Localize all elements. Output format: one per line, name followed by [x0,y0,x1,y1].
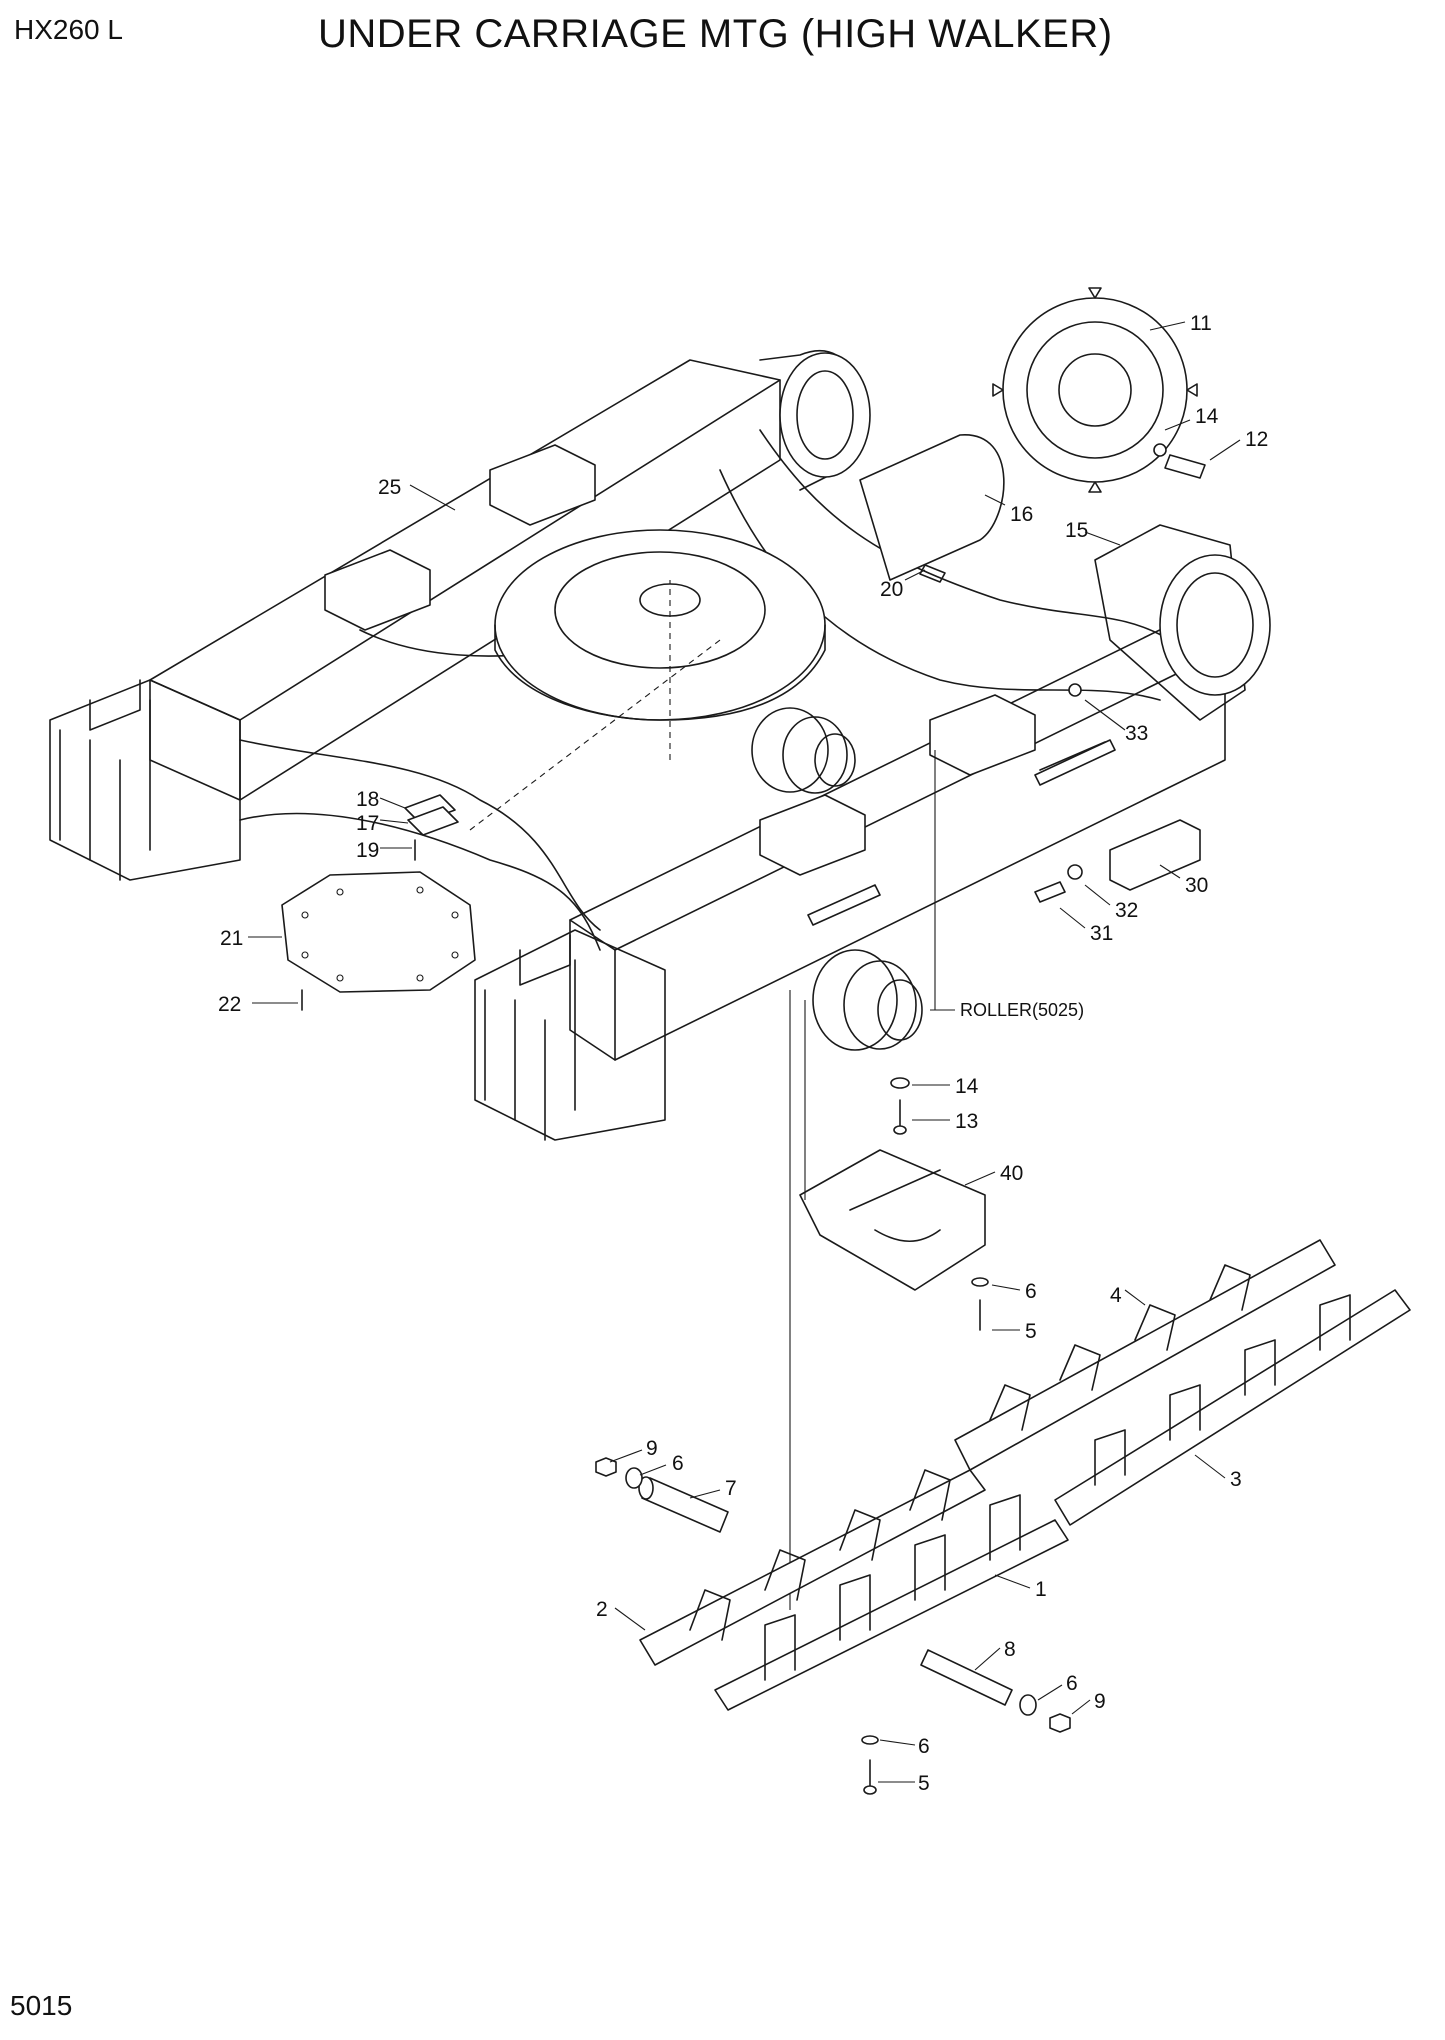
callout-1: 1 [1035,1578,1047,1601]
callout-3: 3 [1230,1468,1242,1491]
swing-bearing [494,529,826,721]
callout-22: 22 [218,993,241,1016]
callout-19: 19 [356,839,379,862]
roller-bolts [890,1077,910,1135]
callout-31: 31 [1090,922,1113,945]
rail-4 [954,1239,1336,1471]
frame-left-end-back [49,679,241,881]
callout-4: 4 [1110,1284,1122,1307]
plate-18-17 [404,794,459,861]
frame-pads [324,444,1036,876]
page-title: UNDER CARRIAGE MTG (HIGH WALKER) [318,12,1113,56]
callout-7: 7 [725,1477,737,1500]
callout-11: 11 [1190,312,1212,335]
callout-18: 18 [356,788,379,811]
rail-3 [1054,1289,1411,1526]
bolt-20 [919,564,946,583]
track-guide-center [807,884,881,926]
callout-6-guard: 6 [1025,1280,1037,1303]
lower-roller [812,949,923,1051]
callout-9-right: 9 [1094,1690,1106,1713]
callout-6-bottom: 6 [918,1735,930,1758]
callout-21: 21 [220,927,243,950]
callout-8: 8 [1004,1638,1016,1661]
frame-right-end [759,349,1271,721]
callout-labels: 11 14 12 25 16 15 20 33 18 17 19 30 32 3… [218,312,1268,1795]
cover-21 [281,871,476,1011]
frame-left-end-front [474,929,666,1141]
callout-14-upper: 14 [1195,405,1219,428]
callout-5-bottom: 5 [918,1772,930,1795]
track-guide [1034,683,1201,891]
pin-8 [920,1649,1013,1706]
callout-12: 12 [1245,428,1268,451]
callout-13: 13 [955,1110,978,1133]
bolts-31-32 [1034,864,1083,903]
callout-33: 33 [1125,722,1148,745]
pin-7 [638,1476,729,1533]
callout-25: 25 [378,476,401,499]
rail-2 [639,1469,986,1666]
model-code: HX260 L [14,14,123,45]
callout-20: 20 [880,578,903,601]
leader-lines [248,321,1241,1783]
roller-guard [799,1149,989,1331]
callout-9-left: 9 [646,1437,658,1460]
page-number: 5015 [10,1990,73,2021]
bolt-12 [1153,443,1206,479]
callout-2: 2 [596,1598,608,1621]
callout-32: 32 [1115,899,1138,922]
callout-roller: ROLLER(5025) [960,1000,1084,1020]
cover-plate [859,434,1005,581]
nut-washer-6-9-lower [1019,1694,1071,1733]
callout-15: 15 [1065,519,1088,542]
upper-roller [751,707,856,794]
callout-30: 30 [1185,874,1208,897]
nut-washer-9-6 [595,1457,643,1489]
bolt-6-5-lower [861,1735,879,1795]
callout-5-guard: 5 [1025,1320,1037,1343]
callout-6-left: 6 [672,1452,684,1475]
callout-40: 40 [1000,1162,1023,1185]
callout-17: 17 [356,812,379,835]
callout-16: 16 [1010,503,1033,526]
centerline-1 [469,639,721,831]
callout-14-lower: 14 [955,1075,979,1098]
callout-6-right: 6 [1066,1672,1078,1695]
sprocket [992,287,1198,493]
rail-1 [714,1494,1069,1711]
